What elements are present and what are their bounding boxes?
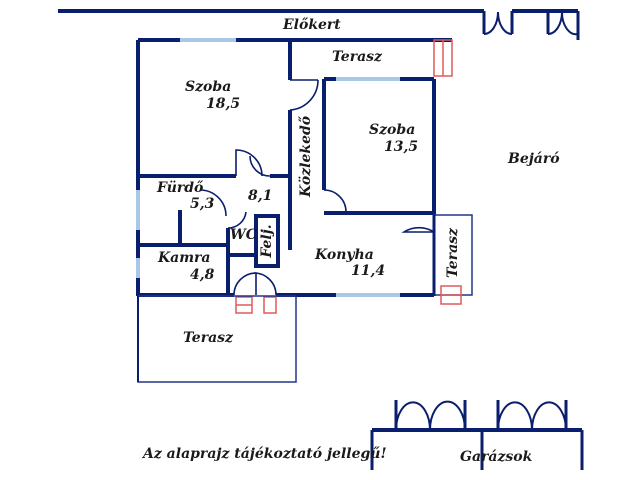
entrance-label: Bejáró [508,151,560,167]
room1-name: Szoba [185,79,232,95]
front-garden-label: Előkert [283,17,341,33]
pantry-name: Kamra [158,250,211,266]
kitchen-area: 11,4 [351,263,386,279]
bathroom-name: Fürdő [157,180,204,196]
garages-label: Garázsok [460,449,533,465]
terrace-top-label: Terasz [332,49,382,65]
pantry-area: 4,8 [190,267,215,283]
interior-walls [138,79,434,296]
wc-label: WC [230,227,257,243]
room1-area: 18,5 [206,96,241,112]
pillars [235,39,462,314]
terrace-right-label: Terasz [445,228,461,278]
garages-outline [370,400,584,470]
bathroom-area: 5,3 [190,196,215,212]
corridor-area: 8,1 [248,188,273,204]
stair-label: Felj. [259,224,275,258]
kitchen-name: Konyha [315,247,374,263]
room2-name: Szoba [369,122,416,138]
windows [136,38,400,297]
stair-box [254,214,280,268]
room2-area: 13,5 [384,139,419,155]
top-gate-arcs [483,11,579,36]
disclaimer-text: Az alaprajz tájékoztató jellegű! [143,446,387,462]
terrace-bottom-label: Terasz [183,330,233,346]
corridor-label: Közlekedő [298,115,314,197]
